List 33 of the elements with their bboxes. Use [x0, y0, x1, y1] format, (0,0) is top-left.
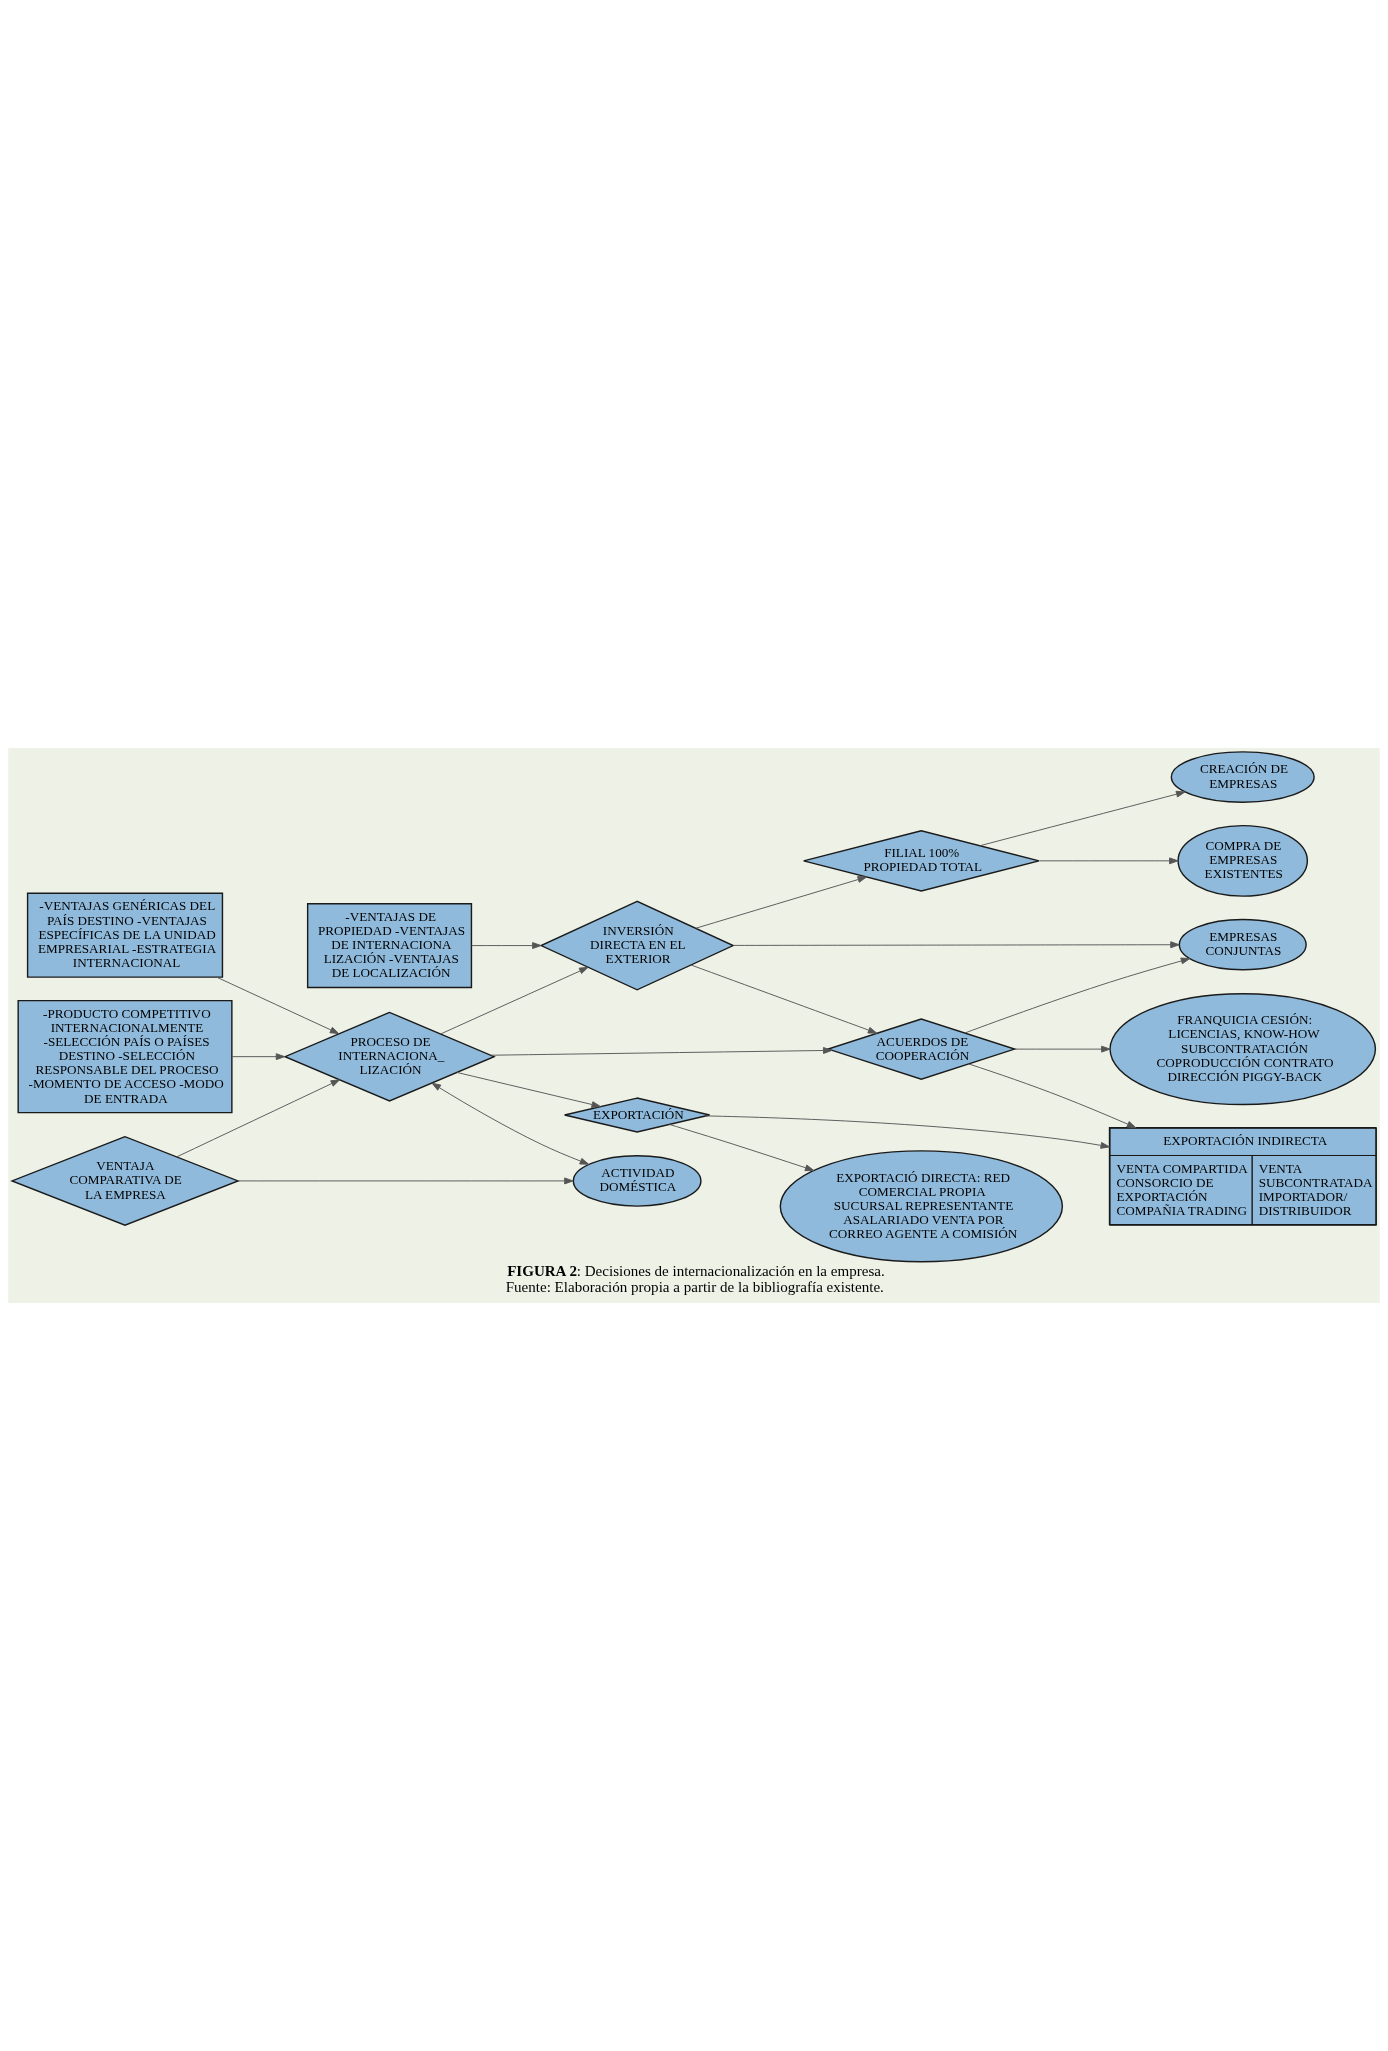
arrow [471, 942, 542, 949]
arrow [231, 1053, 286, 1061]
node-box: -VENTAJAS DE PROPIEDAD -VENTAJAS DE INTERNACIONA LIZACIÓN -VENTAJAS DE LOCALIZACIÓN [306, 902, 473, 989]
arrow [1014, 1045, 1111, 1053]
arrow [1038, 857, 1179, 865]
node-ellipse: CREACIÓN DE EMPRESAS [1170, 751, 1315, 803]
node-diamond: VENTAJA COMPARATIVA DE LA EMPRESA [10, 1135, 240, 1226]
arrow [668, 1123, 815, 1172]
arrow [431, 1082, 590, 1165]
arrow [690, 964, 878, 1034]
caption: FIGURA 2: Decisiones de internacionalización en la empresa. Fuente: Elaboración propia a partir de la bibliografía existente. [505, 1263, 885, 1295]
node-diamond: INVERSIÓN DIRECTA EN EL EXTERIOR [539, 900, 735, 991]
arrow [705, 1115, 1110, 1149]
node-ellipse: COMPRA DE EMPRESAS EXISTENTES [1177, 824, 1309, 897]
node-box: -PRODUCTO COMPETITIVO INTERNACIONALMENTE -SELECCIÓN PAÍS O PAÍSES DESTINO -SELECCIÓN RESPONSABLE DEL PROCESO -MOMENTO DE ACCESO -MODO DE ENTRADA [17, 999, 233, 1114]
arrow [732, 941, 1180, 949]
arrow [216, 976, 340, 1035]
arrow [237, 1177, 574, 1185]
node-ellipse: EXPORTACIÓ DIRECTA: RED COMERCIAL PROPIA SUCURSAL REPRESENTANTE ASALARIADO VENTA POR CORREO AGENTE A COMISIÓN [779, 1150, 1064, 1263]
node-diamond: EXPORTACIÓN [563, 1097, 711, 1133]
arrow [490, 1047, 833, 1056]
node-ellipse: FRANQUICIA CESIÓN: LICENCIAS, KNOW-HOW SUBCONTRATACIÓN COPRODUCCIÓN CONTRATO DIRECCIÓN PIGGY-BACK [1109, 993, 1377, 1106]
node-diamond: FILIAL 100% PROPIEDAD TOTAL [802, 830, 1040, 892]
node-diamond: ACUERDOS DE COOPERACIÓN [825, 1018, 1017, 1080]
arrow [968, 1063, 1137, 1129]
node-box: -VENTAJAS GENÉRICAS DEL PAÍS DESTINO -VENTAJAS ESPECÍFICAS DE LA UNIDAD EMPRESARIAL -ESTRATEGIA INTERNACIONAL [26, 892, 224, 978]
node-diamond: PROCESO DE INTERNACIONA_ LIZACIÓN [283, 1011, 496, 1102]
arrow [440, 966, 589, 1035]
arrow [695, 876, 867, 929]
arrow [176, 1079, 341, 1158]
arrow [979, 790, 1186, 847]
arrow [456, 1072, 601, 1108]
arrow [964, 957, 1191, 1034]
